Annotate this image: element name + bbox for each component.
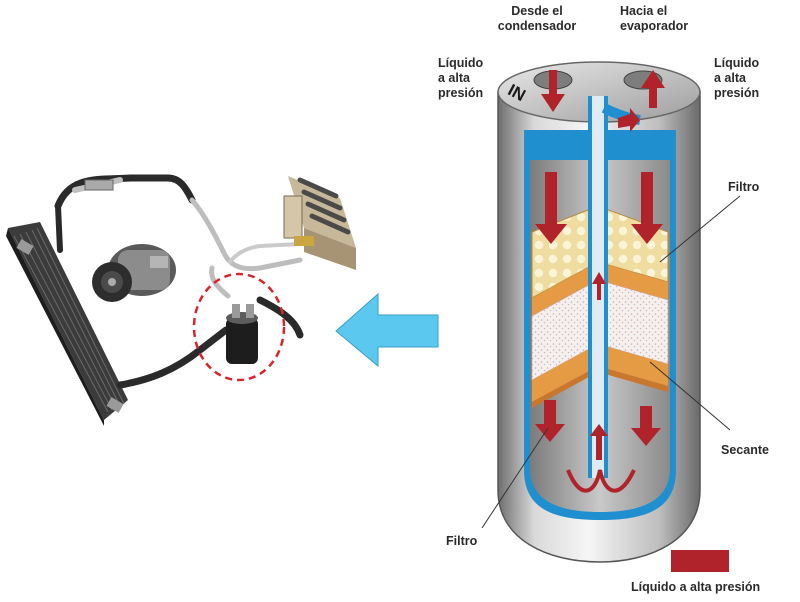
label-from-condenser-line2: condensador — [497, 19, 577, 33]
label-to-evaporator-line1: Hacia el — [620, 4, 668, 18]
label-hp-liquid-right-2: a alta — [714, 71, 746, 85]
label-hp-liquid-right-3: presión — [714, 86, 760, 100]
label-hp-liquid-right-1: Líquido — [714, 56, 760, 70]
in-marking: IN — [505, 80, 529, 105]
felt-upper — [532, 262, 668, 316]
refrigerant-flow-arrows — [535, 70, 665, 460]
condenser-radiator — [6, 222, 128, 426]
left-arrow-icon — [335, 292, 439, 368]
label-to-evaporator-line2: evaporador — [620, 19, 689, 33]
ac-system-illustration — [6, 174, 356, 426]
receiver-drier-small — [226, 304, 258, 364]
compressor — [92, 244, 176, 302]
label-filter-bottom: Filtro — [446, 534, 478, 548]
label-hp-liquid-left-1: Líquido — [438, 56, 484, 70]
label-filter-top: Filtro — [728, 180, 760, 194]
evaporator — [283, 176, 356, 270]
ac-hoses — [54, 174, 304, 389]
label-hp-liquid-left: Líquido a alta presión — [438, 56, 498, 101]
label-from-condenser: Desde el condensador — [492, 4, 582, 34]
label-hp-liquid-right: Líquido a alta presión — [714, 56, 784, 101]
legend-label: Líquido a alta presión — [631, 580, 761, 594]
legend-swatch — [671, 550, 729, 572]
label-to-evaporator: Hacia el evaporador — [620, 4, 710, 34]
label-hp-liquid-left-2: a alta — [438, 71, 470, 85]
felt-lower — [532, 344, 668, 402]
highlight-circle — [192, 272, 286, 382]
label-hp-liquid-left-3: presión — [438, 86, 484, 100]
label-desiccant: Secante — [721, 443, 769, 457]
leader-lines — [481, 195, 741, 529]
receiver-drier-cutaway: IN — [481, 61, 741, 563]
label-from-condenser-line1: Desde el — [511, 4, 563, 18]
